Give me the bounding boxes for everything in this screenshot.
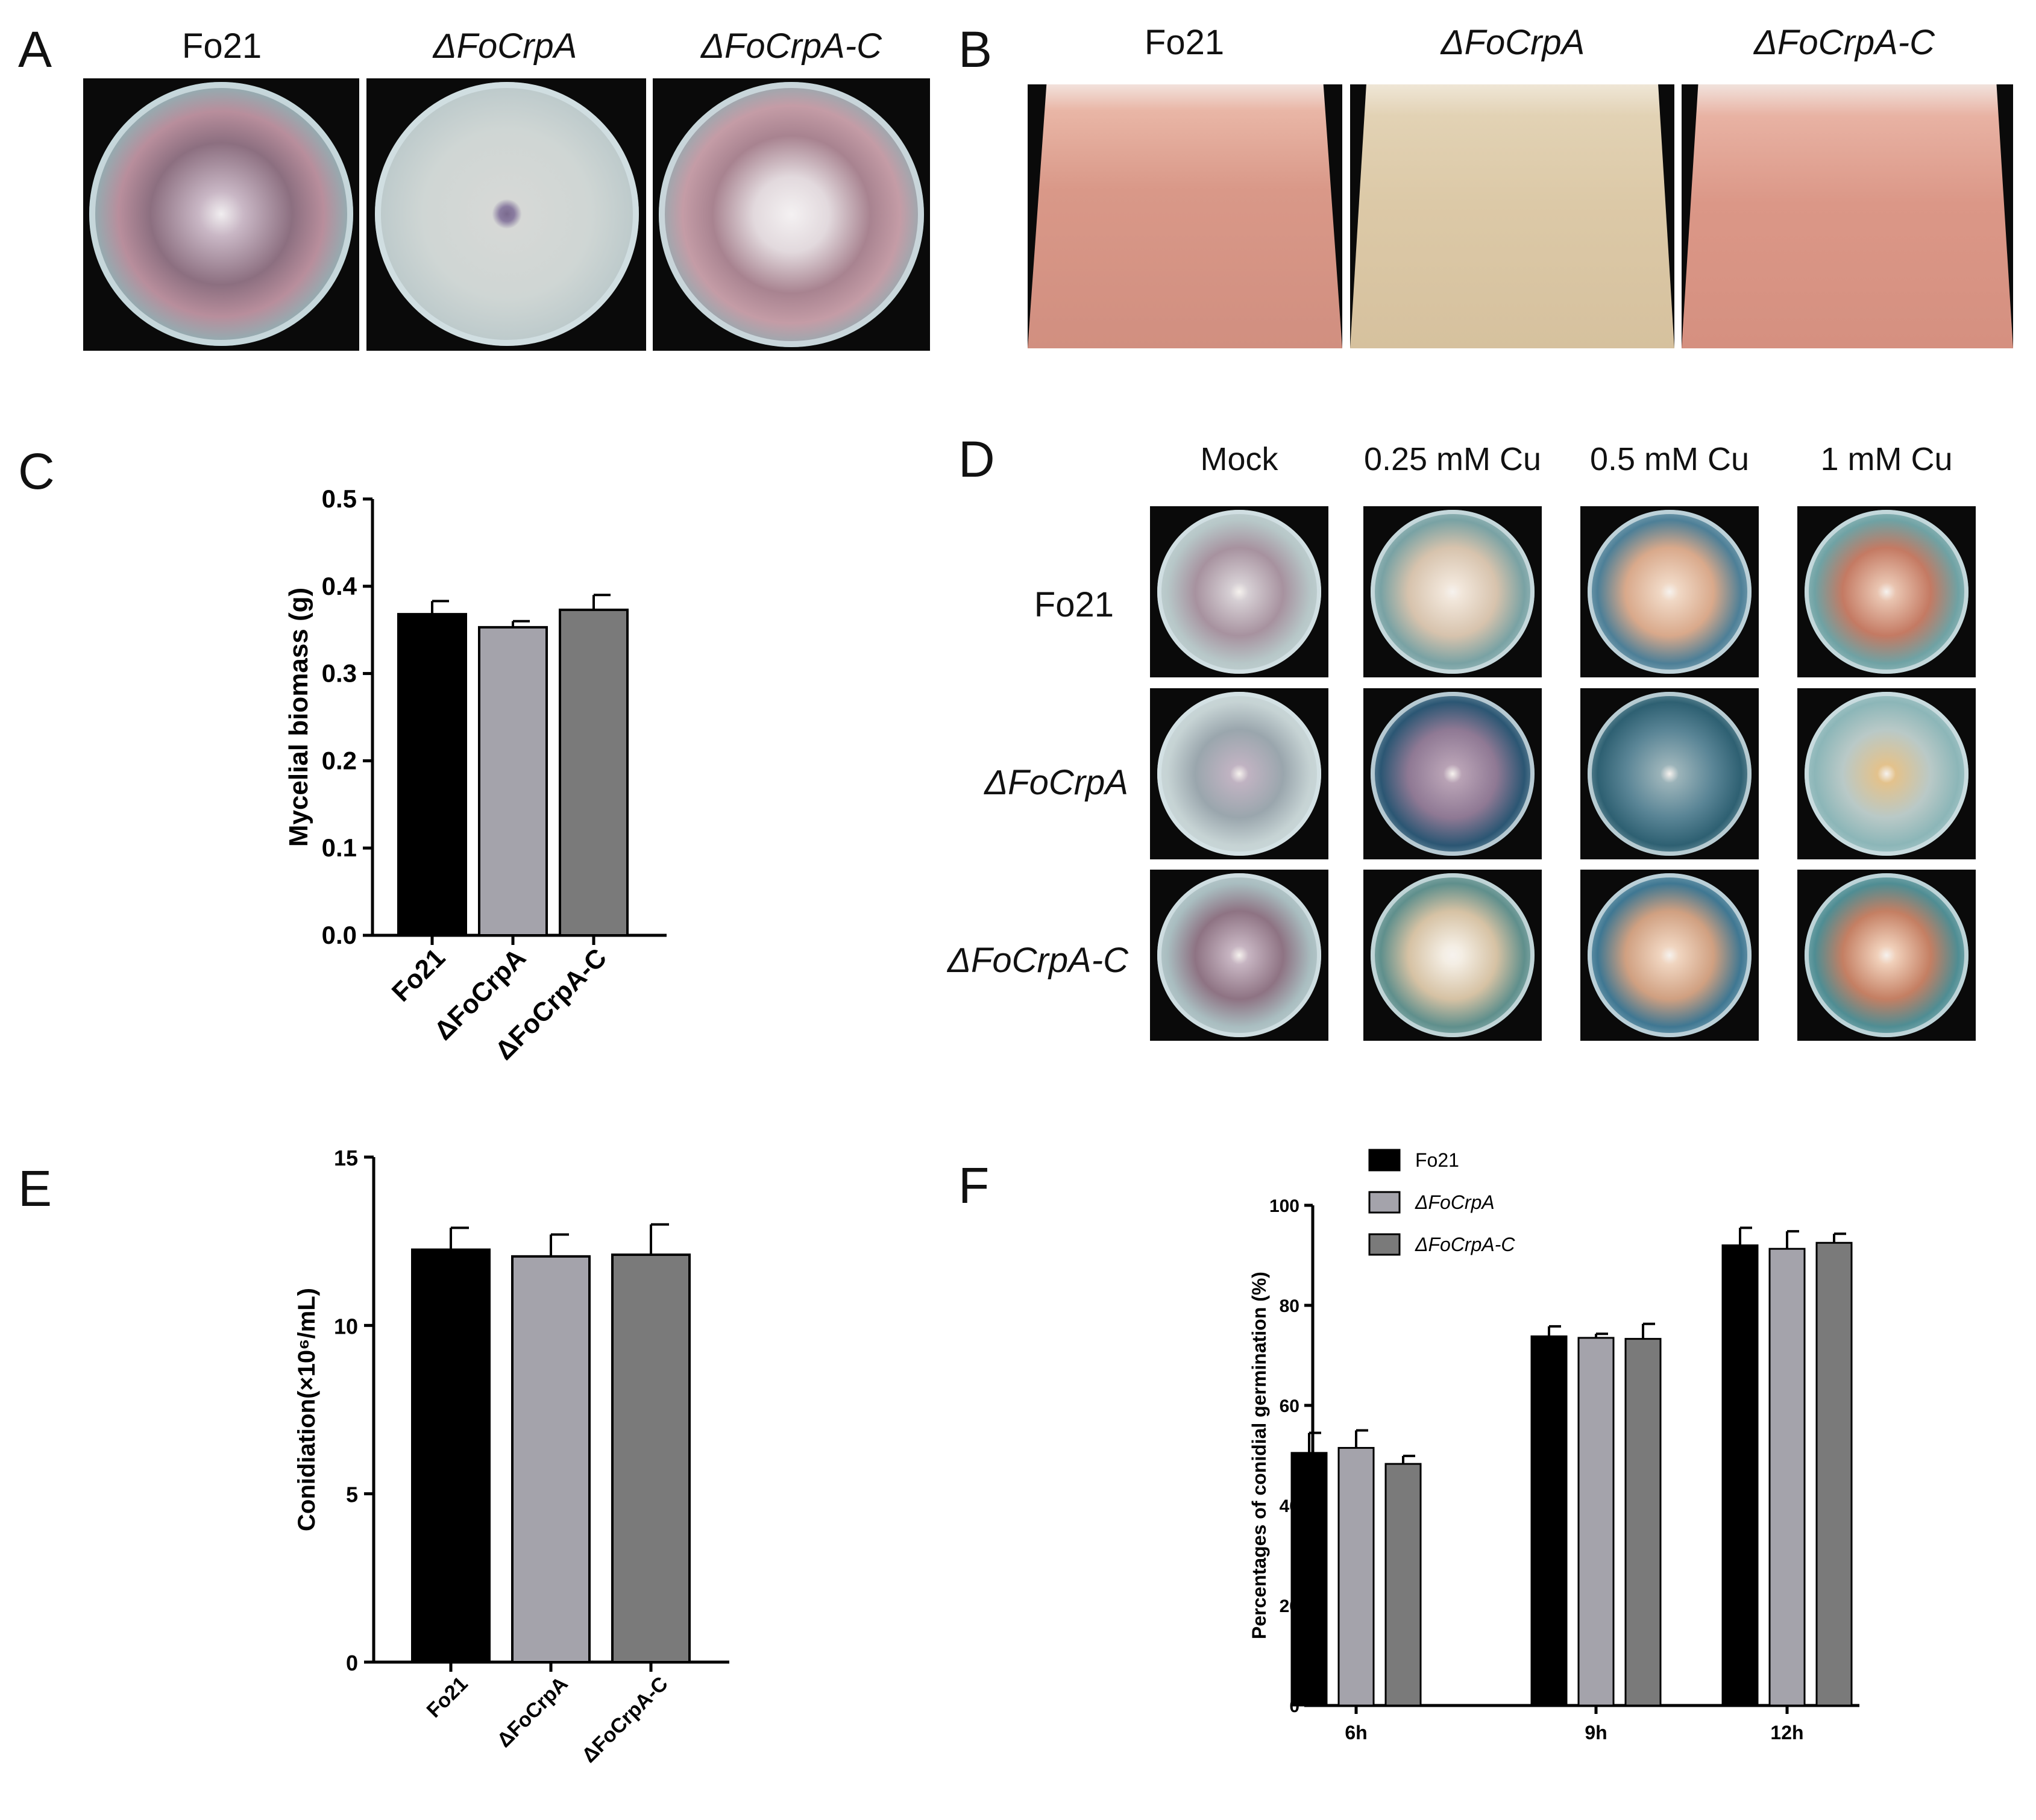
bar [1721,1244,1759,1707]
panel-b-label-mutant: ΔFoCrpA [1441,23,1585,62]
panel-a-label-fo21: Fo21 [181,27,262,66]
panel-a-label-mutant: ΔFoCrpA [433,27,577,66]
bar [1530,1335,1568,1707]
bar [1384,1463,1422,1707]
plate-rim [1588,692,1752,856]
plate-rim [1157,692,1321,856]
panel-letter-d: D [958,431,995,488]
panel-letter-c: C [18,443,55,500]
panel-b-label-complement: ΔFoCrpA-C [1754,23,1935,62]
panel-b-photo-mutant [1350,84,1674,348]
panel-d-plate-photo [1150,870,1328,1041]
plate-rim [1371,692,1535,856]
panel-d-plate-photo [1150,506,1328,677]
panel-d-cond-1: 1 mM Cu [1820,441,1953,477]
plate-rim [1157,873,1321,1037]
panel-letter-b: B [958,21,993,78]
panel-d-plate-photo [1797,506,1976,677]
y-axis-label: Conidiation(×10⁶/mL) [294,1288,320,1531]
panel-a-photo-complement [653,78,930,351]
panel-d-plate-photo [1797,870,1976,1041]
y-tick-label: 0.1 [322,833,357,862]
y-tick-label: 100 [1269,1196,1299,1216]
flask-broth [1350,84,1674,348]
panel-letter-e: E [18,1160,52,1217]
bar [1768,1247,1806,1707]
panel-d-plate-photo [1363,688,1542,859]
y-tick-label: 15 [334,1146,358,1170]
bar [511,1255,591,1663]
legend-swatch [1368,1191,1401,1214]
panel-letter-a: A [18,21,52,78]
panel-d-row-fo21: Fo21 [1034,585,1114,624]
bar [1815,1241,1853,1707]
x-category-label: 6h [1345,1722,1367,1743]
panel-d-plate-photo [1580,688,1759,859]
y-tick-label: 60 [1280,1396,1299,1416]
y-tick-label: 0.5 [322,485,357,513]
panel-d-cond-mock: Mock [1200,441,1278,477]
bar [1290,1452,1328,1707]
y-tick-label: 0.3 [322,659,357,688]
panel-d-cond-05: 0.5 mM Cu [1589,441,1750,477]
legend-label: Fo21 [1415,1149,1459,1171]
plate-rim [1805,510,1968,674]
flask-broth [1682,84,2013,348]
bar [611,1254,691,1664]
panel-d-plate-photo [1580,870,1759,1041]
panel-a-photo-fo21 [83,78,359,351]
bar [1337,1447,1375,1707]
y-tick-label: 10 [334,1314,358,1338]
y-tick-label: 0.0 [322,921,357,949]
plate-rim [375,82,639,346]
y-tick-label: 0.4 [322,572,357,600]
plate-rim [89,82,353,346]
panel-d-row-mutant: ΔFoCrpA [984,763,1128,802]
plate-rim [1805,692,1968,856]
y-axis-label: Mycelial biomass (g) [284,588,313,847]
y-tick-label: 5 [346,1483,358,1507]
x-category-label: 9h [1585,1722,1607,1743]
bar [1624,1338,1662,1707]
y-tick-label: 0 [346,1651,358,1675]
panel-b-photo-complement [1682,84,2013,348]
panel-d-row-complement: ΔFoCrpA-C [947,941,1128,980]
panel-d-plate-photo [1150,688,1328,859]
flask-broth [1028,84,1342,348]
legend-swatch [1368,1233,1401,1256]
y-tick-label: 0.2 [322,746,357,774]
plate-rim [1588,873,1752,1037]
plate-rim [1588,510,1752,674]
bar [397,613,467,937]
panel-b-photo-fo21 [1028,84,1342,348]
bar [559,608,629,937]
panel-a-photo-mutant [366,78,646,351]
legend-label: ΔFoCrpA [1415,1191,1495,1213]
plate-rim [1371,873,1535,1037]
y-tick-label: 80 [1280,1296,1299,1316]
legend-label: ΔFoCrpA-C [1415,1234,1515,1255]
panel-b-label-fo21: Fo21 [1144,23,1225,62]
x-category-label: 12h [1770,1722,1803,1743]
plate-rim [1157,510,1321,674]
panel-letter-f: F [958,1157,990,1214]
panel-d-plate-photo [1363,506,1542,677]
panel-d-plate-photo [1363,870,1542,1041]
panel-d-cond-025: 0.25 mM Cu [1363,441,1542,477]
panel-d-plate-photo [1580,506,1759,677]
legend-swatch [1368,1149,1401,1172]
panel-d-plate-photo [1797,688,1976,859]
panel-a-label-complement: ΔFoCrpA-C [701,27,882,66]
bar [1577,1337,1615,1707]
plate-rim [1805,873,1968,1037]
plate-rim [659,82,924,347]
y-axis-label: Percentages of conidial germination (%) [1248,1272,1270,1639]
plate-rim [1371,510,1535,674]
bar [478,626,548,937]
